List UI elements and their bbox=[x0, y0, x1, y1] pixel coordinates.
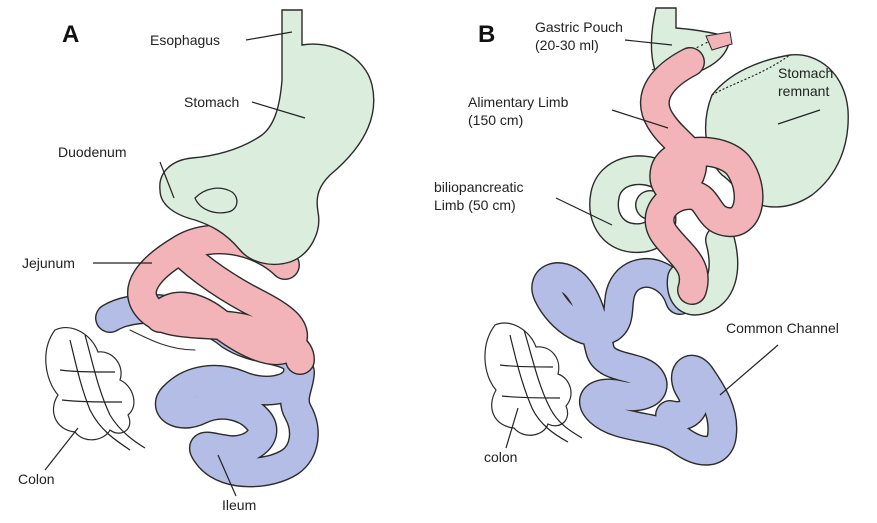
label-biliopancreatic-line1: biliopancreatic bbox=[434, 179, 524, 195]
label-ileum: Ileum bbox=[222, 497, 256, 513]
label-stomach: Stomach bbox=[184, 94, 239, 110]
panel-a-stomach-shape bbox=[160, 10, 374, 264]
label-colon-a: Colon bbox=[18, 471, 55, 487]
label-stomach-remnant-line1: Stomach bbox=[778, 65, 833, 81]
label-alimentary-limb-line2: (150 cm) bbox=[468, 112, 523, 128]
label-gastric-pouch-line2: (20-30 ml) bbox=[535, 37, 599, 53]
label-colon-b: colon bbox=[484, 449, 517, 465]
panel-a-letter: A bbox=[62, 21, 79, 48]
label-biliopancreatic-line2: Limb (50 cm) bbox=[434, 197, 516, 213]
label-esophagus: Esophagus bbox=[150, 32, 220, 48]
panel-b-letter: B bbox=[478, 21, 495, 48]
label-common-channel: Common Channel bbox=[726, 320, 839, 336]
label-stomach-remnant-line2: remnant bbox=[778, 83, 829, 99]
label-alimentary-limb-line1: Alimentary Limb bbox=[468, 94, 569, 110]
label-duodenum: Duodenum bbox=[58, 144, 127, 160]
panel-b: B bbox=[434, 8, 848, 465]
panel-a-colon-shape bbox=[46, 328, 145, 450]
label-jejunum: Jejunum bbox=[22, 255, 75, 271]
panel-b-colon-shape bbox=[485, 323, 582, 442]
panel-a: A Esophagus Stomach Duod bbox=[18, 10, 374, 513]
label-gastric-pouch-line1: Gastric Pouch bbox=[535, 19, 623, 35]
